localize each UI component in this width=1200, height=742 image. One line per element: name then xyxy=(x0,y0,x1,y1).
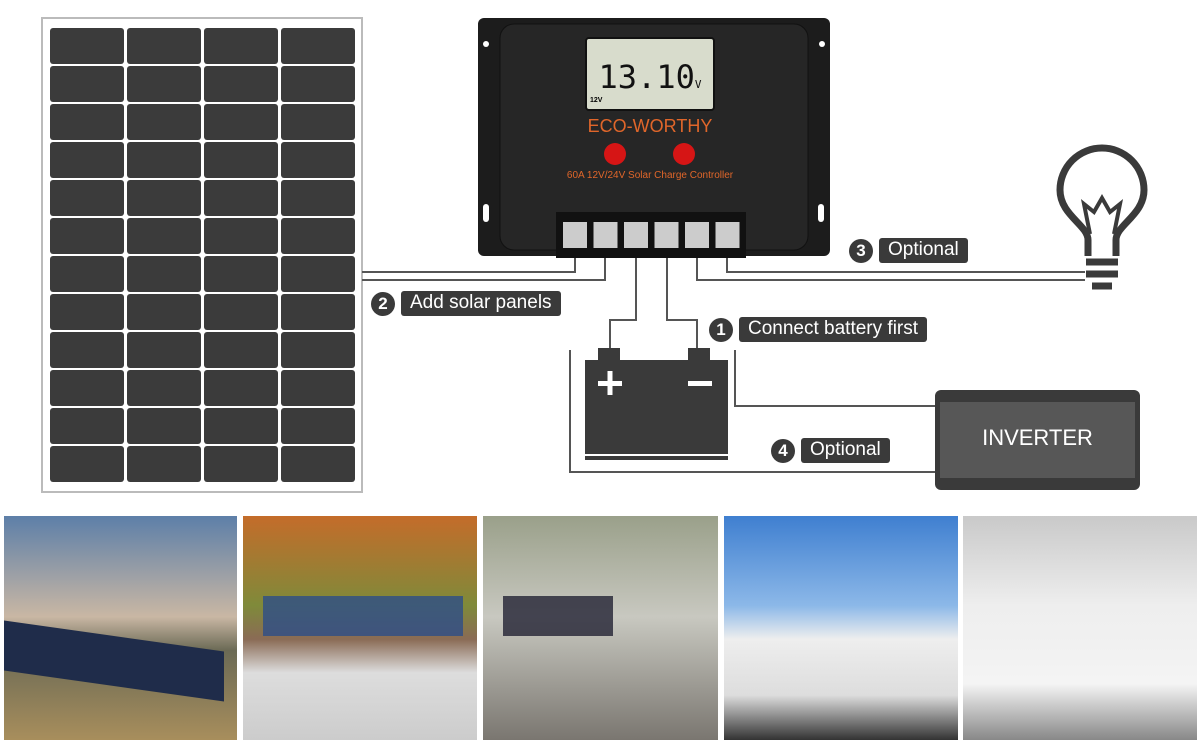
solar-cell xyxy=(50,28,124,64)
photo-motorhome-roof xyxy=(963,516,1197,740)
terminal-screw xyxy=(593,222,618,248)
solar-cell xyxy=(50,408,124,444)
solar-cell xyxy=(204,294,278,330)
solar-cell xyxy=(204,408,278,444)
solar-cell xyxy=(204,28,278,64)
solar-cell xyxy=(204,256,278,292)
solar-cell xyxy=(50,294,124,330)
terminal-screw xyxy=(715,222,740,248)
solar-cell xyxy=(281,370,355,406)
solar-cell xyxy=(127,104,201,140)
solar-cell xyxy=(50,180,124,216)
photo-rv-roof xyxy=(724,516,958,740)
solar-cell xyxy=(281,332,355,368)
photo-house-roof xyxy=(243,516,477,740)
solar-cell xyxy=(281,218,355,254)
terminal-screw xyxy=(654,222,679,248)
solar-cell xyxy=(204,218,278,254)
photo-solar-field xyxy=(4,516,237,740)
solar-cell xyxy=(281,104,355,140)
controller-model: 60A 12V/24V Solar Charge Controller xyxy=(566,170,734,181)
solar-cell xyxy=(50,256,124,292)
lcd-voltage: 13.10V xyxy=(598,58,702,96)
solar-cell xyxy=(204,370,278,406)
battery-icon xyxy=(585,348,728,460)
solar-cell xyxy=(127,370,201,406)
solar-cell xyxy=(127,218,201,254)
down-up-button xyxy=(604,143,626,165)
solar-cell xyxy=(204,180,278,216)
solar-cell xyxy=(127,446,201,482)
charge-controller xyxy=(478,18,830,258)
solar-cell xyxy=(50,370,124,406)
solar-cell xyxy=(127,142,201,178)
solar-cell xyxy=(50,446,124,482)
solar-panel xyxy=(41,17,363,493)
solar-cell xyxy=(50,66,124,102)
solar-cell xyxy=(127,408,201,444)
solar-cell xyxy=(127,28,201,64)
solar-cell xyxy=(204,142,278,178)
solar-cell xyxy=(281,256,355,292)
lcd-mode: 12V xyxy=(590,97,603,104)
solar-cell xyxy=(281,408,355,444)
solar-cell xyxy=(127,256,201,292)
solar-cell xyxy=(127,332,201,368)
solar-cell xyxy=(127,294,201,330)
terminal-screw xyxy=(563,222,587,248)
solar-cell xyxy=(204,104,278,140)
solar-cell xyxy=(50,332,124,368)
solar-cell xyxy=(281,28,355,64)
terminal-screw xyxy=(624,222,648,248)
solar-cell xyxy=(204,66,278,102)
solar-cell xyxy=(50,218,124,254)
photo-trailer-roof xyxy=(483,516,718,740)
solar-cell xyxy=(50,104,124,140)
solar-cell xyxy=(204,446,278,482)
solar-cell xyxy=(50,142,124,178)
light-bulb-icon xyxy=(1056,144,1148,290)
solar-cell xyxy=(127,180,201,216)
solar-cell xyxy=(281,180,355,216)
solar-cell xyxy=(204,332,278,368)
inverter-icon xyxy=(935,390,1140,490)
solar-cell xyxy=(281,446,355,482)
solar-cell xyxy=(127,66,201,102)
light-button xyxy=(673,143,695,165)
wires xyxy=(362,250,1085,473)
terminal-screw xyxy=(685,222,709,248)
inverter-label: INVERTER xyxy=(982,425,1093,450)
solar-cell xyxy=(281,294,355,330)
controller-brand: ECO-WORTHY xyxy=(587,116,713,136)
solar-cell xyxy=(281,142,355,178)
solar-cell xyxy=(281,66,355,102)
